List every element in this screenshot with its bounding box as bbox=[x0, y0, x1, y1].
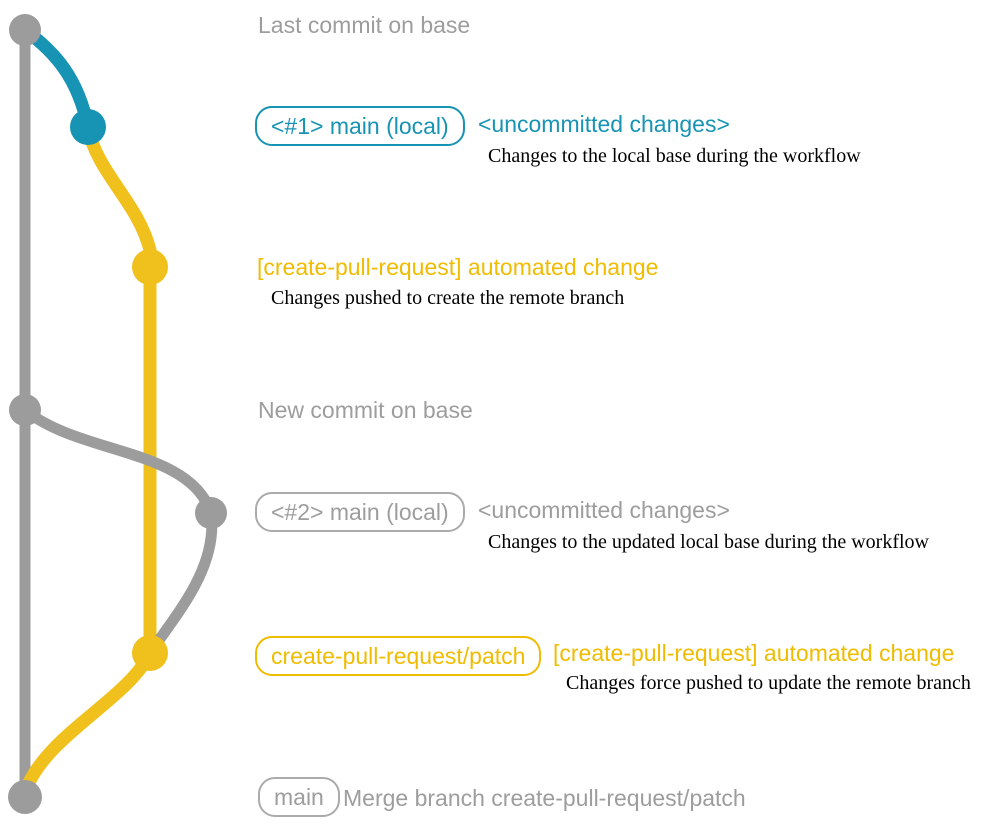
commit-node-base-top bbox=[9, 14, 41, 46]
commit-node-cpr-2 bbox=[132, 635, 168, 671]
annotation-last-commit-on-base: Last commit on base bbox=[258, 12, 471, 38]
commit-node-base-merge bbox=[8, 780, 42, 814]
branch-chip-main-local-2: <#2> main (local) bbox=[255, 492, 465, 533]
branch-chip-label: <#2> main (local) bbox=[255, 492, 465, 533]
main-local-branch-curve-2 bbox=[21, 405, 217, 516]
branch-chip-label: main bbox=[258, 777, 340, 818]
commit-node-base-new bbox=[9, 394, 41, 426]
annotation-new-commit-on-base: New commit on base bbox=[258, 397, 473, 423]
status-uncommitted-changes-1: <uncommitted changes> bbox=[478, 111, 730, 137]
caption-force-pushed-update-remote: Changes force pushed to update the remot… bbox=[566, 672, 971, 694]
commit-node-main-local-2 bbox=[195, 497, 227, 529]
commit-node-main-local-1 bbox=[70, 109, 106, 145]
create-pull-request-branch-line bbox=[81, 125, 157, 653]
patch-merge-curve bbox=[18, 649, 156, 795]
commit-title-automated-change-1: [create-pull-request] automated change bbox=[257, 254, 659, 280]
branch-chip-label: create-pull-request/patch bbox=[255, 636, 542, 677]
commit-node-cpr-1 bbox=[132, 249, 168, 285]
main-local-to-patch-curve bbox=[147, 512, 218, 654]
status-uncommitted-changes-2: <uncommitted changes> bbox=[478, 497, 730, 523]
caption-local-base-changes: Changes to the local base during the wor… bbox=[488, 145, 861, 167]
commit-message-merge-branch: Merge branch create-pull-request/patch bbox=[343, 785, 746, 811]
branch-chip-label: <#1> main (local) bbox=[255, 106, 465, 147]
caption-updated-local-base-changes: Changes to the updated local base during… bbox=[488, 531, 929, 553]
branch-chip-main: main bbox=[258, 777, 340, 818]
branch-chip-main-local-1: <#1> main (local) bbox=[255, 106, 465, 147]
branch-chip-cpr-patch: create-pull-request/patch bbox=[255, 636, 542, 677]
caption-pushed-create-remote: Changes pushed to create the remote bran… bbox=[271, 287, 625, 309]
commit-title-automated-change-2: [create-pull-request] automated change bbox=[553, 640, 955, 666]
